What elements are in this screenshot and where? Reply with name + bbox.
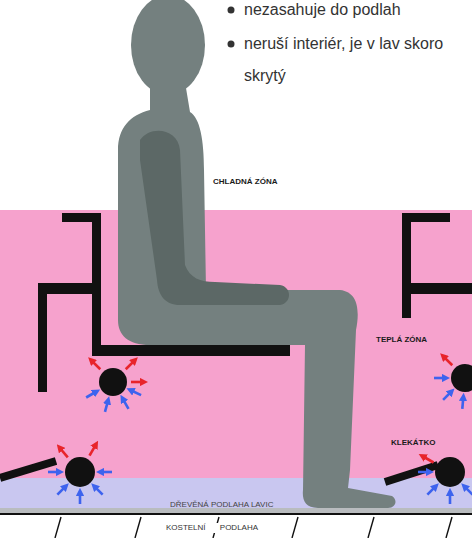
kneeler	[0, 461, 56, 478]
air-flow-arrow	[449, 492, 452, 504]
air-flow-arrow	[91, 360, 100, 369]
air-flow-arrow	[427, 486, 435, 494]
label-holder: KOSTELNÍ PODLAHA	[165, 523, 259, 533]
air-flow-arrow	[443, 356, 452, 365]
floor-hatch	[55, 517, 452, 538]
air-flow-arrow	[57, 486, 65, 494]
bullet-dot	[228, 7, 235, 14]
air-flow-arrow	[434, 377, 446, 380]
air-flow-arrow	[422, 456, 433, 463]
air-flow-arrow	[126, 360, 135, 369]
label-holder: CHLADNÁ ZÓNA	[212, 177, 278, 187]
air-flow-arrows	[48, 356, 472, 504]
air-flow-arrow	[94, 486, 102, 494]
part-label: KLEKÁTKO	[390, 438, 436, 448]
pew	[402, 213, 472, 318]
label-holder: nezasahuje do podlah	[243, 0, 463, 20]
air-flow-arrow	[90, 444, 97, 455]
zone-label: CHLADNÁ ZÓNA	[212, 177, 278, 187]
zone-label: TEPLÁ ZÓNA	[376, 335, 427, 345]
air-flow-arrow	[100, 471, 112, 474]
air-flow-arrow	[48, 471, 60, 474]
heater	[65, 364, 472, 487]
air-flow-arrow	[464, 486, 472, 494]
air-flow-arrow	[462, 397, 463, 409]
air-flow-arrow	[418, 471, 430, 474]
kneeler	[385, 465, 438, 482]
bullet-text: nezasahuje do podlah	[243, 0, 463, 20]
label-holder: neruší interiér, je v lav skoro skrytý	[243, 28, 457, 92]
bullet-text: neruší interiér, je v lav skoro skrytý	[243, 28, 457, 92]
label-holder: KLEKÁTKO	[390, 438, 436, 448]
bullet-dot	[228, 41, 235, 48]
floor-strip	[0, 508, 472, 513]
air-flow-arrow	[443, 391, 451, 399]
floor-line	[0, 513, 472, 515]
zone-label: DŘEVĚNÁ PODLAHA LAVIC	[170, 500, 273, 510]
air-flow-arrow	[131, 381, 144, 384]
air-flow-arrow	[86, 392, 96, 398]
air-flow-arrow	[130, 390, 141, 395]
floor-label: KOSTELNÍ PODLAHA	[165, 523, 259, 533]
air-flow-arrow	[79, 492, 82, 504]
air-flow-arrow	[105, 400, 108, 412]
air-flow-arrow	[59, 447, 67, 457]
air-flow-arrow	[123, 398, 129, 408]
